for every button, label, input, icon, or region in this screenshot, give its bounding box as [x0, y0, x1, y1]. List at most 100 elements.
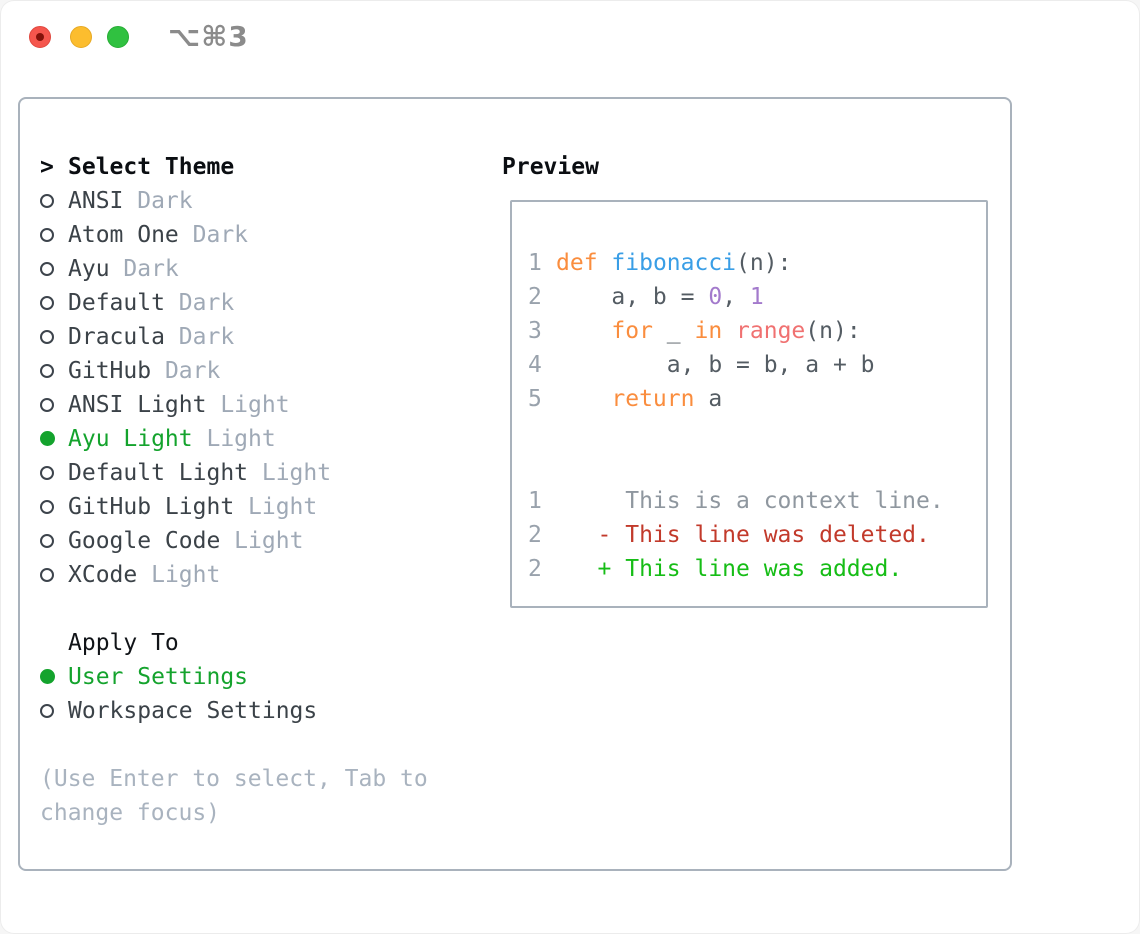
preview-header: Preview: [502, 154, 599, 180]
radio-icon: [40, 194, 54, 208]
theme-option-default-light[interactable]: Default Light Light: [40, 456, 490, 490]
radio-indicator: [40, 460, 68, 486]
theme-option-github[interactable]: GitHub Dark: [40, 354, 490, 388]
diff-text: - This line was deleted.: [556, 522, 930, 548]
theme-name: GitHub: [68, 358, 152, 384]
radio-indicator: [40, 290, 68, 316]
line-number: 2: [528, 556, 542, 582]
radio-indicator: [40, 358, 68, 384]
radio-indicator: [40, 426, 68, 452]
code-token: a: [694, 386, 723, 412]
theme-option-text: Default Light Light: [68, 460, 331, 486]
theme-option-text: Ayu Dark: [68, 256, 179, 282]
radio-icon: [40, 431, 55, 446]
apply-option-workspace-settings[interactable]: Workspace Settings: [40, 694, 490, 728]
theme-option-ansi-light[interactable]: ANSI Light Light: [40, 388, 490, 422]
theme-option-text: XCode Light: [68, 562, 220, 588]
apply-option-label: User Settings: [68, 664, 249, 690]
line-number: 3: [528, 318, 542, 344]
code-token: 0: [708, 284, 723, 310]
theme-variant: Light: [234, 494, 318, 520]
theme-option-text: Google Code Light: [68, 528, 303, 554]
apply-to-header: Apply To: [40, 626, 490, 660]
theme-option-ayu-light[interactable]: Ayu Light Light: [40, 422, 490, 456]
theme-variant: Dark: [164, 290, 235, 316]
code-token: a, b = b, a + b: [556, 352, 875, 378]
radio-indicator: [40, 256, 68, 282]
spacer: [40, 592, 490, 626]
theme-name: Ayu Light: [68, 426, 193, 452]
theme-option-text: GitHub Dark: [68, 358, 220, 384]
diff-text: This is a context line.: [556, 488, 944, 514]
code-token: _: [652, 318, 695, 344]
theme-option-default[interactable]: Default Dark: [40, 286, 490, 320]
radio-indicator: [40, 562, 68, 588]
theme-variant: Dark: [109, 256, 179, 282]
code-line: 2 a, b = 0, 1: [528, 280, 986, 314]
theme-option-dracula[interactable]: Dracula Dark: [40, 320, 490, 354]
code-token: in: [694, 318, 723, 344]
apply-to-header-label: Apply To: [68, 630, 179, 656]
close-button[interactable]: [29, 26, 51, 48]
radio-icon: [40, 330, 54, 344]
select-theme-header-label: Select Theme: [68, 154, 235, 180]
diff-line-added: 2 + This line was added.: [528, 552, 986, 586]
maximize-button[interactable]: [107, 26, 129, 48]
diff-text: + This line was added.: [556, 556, 903, 582]
spacer: [40, 728, 490, 762]
line-number: 1: [528, 488, 542, 514]
radio-icon: [40, 534, 54, 548]
theme-variant: Light: [137, 562, 221, 588]
blank-line: [528, 416, 986, 450]
theme-name: Default: [68, 290, 165, 316]
theme-variant: Light: [192, 426, 276, 452]
code-token: [722, 318, 736, 344]
radio-indicator: [40, 528, 68, 554]
apply-option-user-settings[interactable]: User Settings: [40, 660, 490, 694]
theme-variant: Light: [206, 392, 290, 418]
theme-name: ANSI Light: [68, 392, 207, 418]
theme-option-ansi[interactable]: ANSI Dark: [40, 184, 490, 218]
theme-variant: Dark: [178, 222, 249, 248]
theme-option-github-light[interactable]: GitHub Light Light: [40, 490, 490, 524]
theme-variant: Dark: [164, 324, 235, 350]
theme-name: GitHub Light: [68, 494, 235, 520]
theme-name: ANSI: [68, 188, 124, 214]
select-theme-header: >Select Theme: [40, 150, 490, 184]
theme-option-text: ANSI Light Light: [68, 392, 290, 418]
code-token: return: [611, 386, 695, 412]
theme-option-google-code[interactable]: Google Code Light: [40, 524, 490, 558]
theme-option-xcode[interactable]: XCode Light: [40, 558, 490, 592]
code-line: 4 a, b = b, a + b: [528, 348, 986, 382]
theme-option-ayu[interactable]: Ayu Dark: [40, 252, 490, 286]
theme-name: Atom One: [68, 222, 179, 248]
theme-name: XCode: [68, 562, 138, 588]
theme-option-text: Default Dark: [68, 290, 234, 316]
theme-variant: Dark: [151, 358, 221, 384]
theme-option-text: GitHub Light Light: [68, 494, 317, 520]
theme-variant: Light: [248, 460, 332, 486]
close-button-dot: [36, 33, 44, 41]
line-number: 1: [528, 250, 542, 276]
blank-line: [528, 450, 986, 484]
hint-text-line1: (Use Enter to select, Tab to: [40, 766, 428, 792]
hint-text-line2: change focus): [40, 800, 221, 826]
minimize-button[interactable]: [70, 26, 92, 48]
theme-variant: Light: [220, 528, 304, 554]
radio-icon: [40, 262, 54, 276]
theme-option-atom-one[interactable]: Atom One Dark: [40, 218, 490, 252]
theme-name: Dracula: [68, 324, 165, 350]
code-line: 5 return a: [528, 382, 986, 416]
radio-icon: [40, 669, 55, 684]
diff-preview: 1 This is a context line. 2 - This line w…: [528, 484, 986, 586]
theme-option-text: ANSI Dark: [68, 188, 193, 214]
line-number: 5: [528, 386, 542, 412]
code-token: [598, 250, 612, 276]
code-token: def: [556, 250, 598, 276]
code-token: [556, 386, 611, 412]
